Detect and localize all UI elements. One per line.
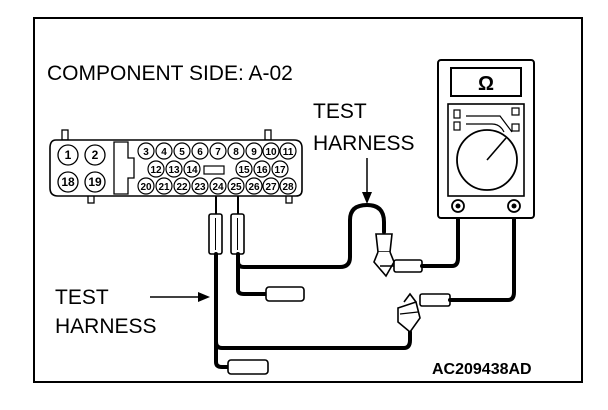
figure-code: AC209438AD	[432, 361, 532, 378]
pin-18: 18	[61, 175, 75, 189]
ohmmeter: Ω	[437, 59, 535, 219]
wire-pin25-spare	[236, 260, 268, 296]
wire-pin24-spare	[214, 340, 230, 369]
spare-plug-lower	[227, 359, 269, 375]
pin-10: 10	[265, 147, 277, 158]
pin-26: 26	[248, 182, 260, 193]
diagram-frame	[33, 17, 583, 383]
test-harness-label-top-line1: TEST	[313, 100, 367, 123]
pin-3: 3	[143, 147, 149, 158]
pin-14: 14	[186, 165, 198, 176]
pin-13: 13	[168, 165, 180, 176]
pin-24: 24	[212, 182, 224, 193]
pin-12: 12	[150, 165, 162, 176]
pin-20: 20	[140, 182, 152, 193]
pin-2: 2	[92, 148, 99, 162]
pin-16: 16	[256, 165, 268, 176]
pin-row-2: 12 13 14 15 16 17	[147, 160, 289, 178]
pin-11: 11	[283, 147, 294, 158]
ohm-symbol: Ω	[478, 73, 494, 95]
pin-25: 25	[230, 182, 242, 193]
wire-pin25-to-harness	[236, 203, 386, 269]
spare-plug-upper	[265, 286, 305, 302]
wire-meter-lead-left	[420, 206, 460, 268]
pin-22: 22	[176, 182, 188, 193]
pin-9: 9	[251, 147, 257, 158]
probe-pins	[208, 196, 245, 255]
pin-6: 6	[197, 147, 203, 158]
pin-1: 1	[65, 148, 72, 162]
pin-4: 4	[161, 147, 167, 158]
pin-28: 28	[282, 182, 294, 193]
test-harness-arrowhead-top	[362, 192, 372, 204]
meter-display	[450, 67, 522, 97]
test-harness-label-left-line2: HARNESS	[55, 315, 157, 338]
connector-a02: 1 2 18 19 3 4 5 6 7 8 9 10 11	[49, 129, 303, 204]
pin-21: 21	[158, 182, 170, 193]
pin-15: 15	[238, 165, 250, 176]
test-harness-clip-upper	[373, 233, 423, 278]
test-harness-clip-lower	[397, 292, 451, 334]
pin-17: 17	[274, 165, 286, 176]
pin-23: 23	[194, 182, 206, 193]
test-harness-arrowhead-left	[198, 292, 210, 302]
component-side-title: COMPONENT SIDE: A-02	[47, 62, 293, 85]
pin-5: 5	[179, 147, 185, 158]
meter-dial-pointer	[486, 137, 507, 161]
pin-row-3: 20 21 22 23 24 25 26 27 28	[137, 177, 297, 195]
pin-8: 8	[233, 147, 239, 158]
test-harness-label-left-line1: TEST	[55, 286, 109, 309]
test-harness-label-top-line2: HARNESS	[313, 132, 415, 155]
wire-meter-lead-right	[448, 206, 516, 302]
pin-19: 19	[88, 175, 102, 189]
pin-7: 7	[215, 147, 221, 158]
pin-row-1: 3 4 5 6 7 8 9 10 11	[137, 142, 297, 160]
pin-27: 27	[265, 182, 277, 193]
